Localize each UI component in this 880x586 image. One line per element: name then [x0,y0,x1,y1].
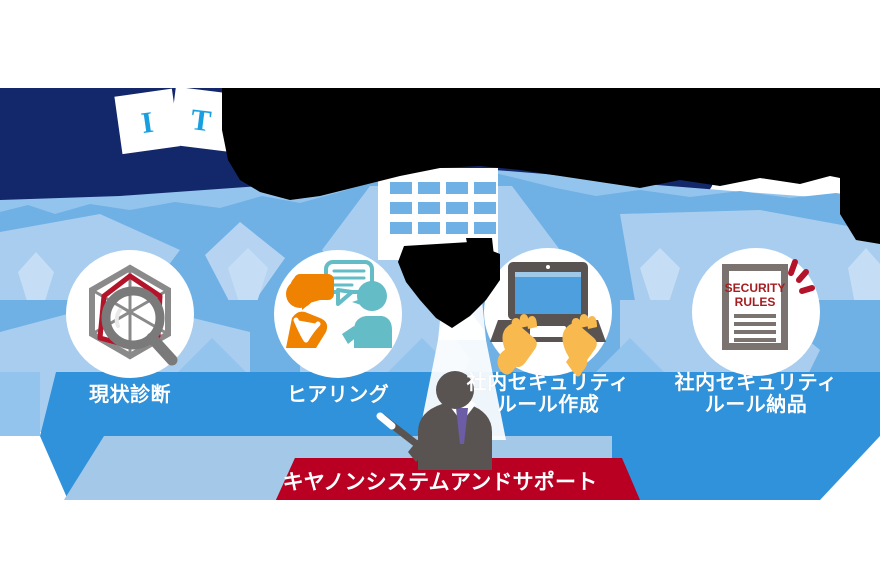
sparkle-marks [788,259,815,294]
two-people-conversation-icon [286,260,392,348]
it-card-letter-t: T [189,103,213,138]
radar-chart-magnifier-icon [89,264,178,366]
step-1-icon-circle [66,250,194,378]
presenter-figure [376,371,492,470]
red-banner-left-bevel [276,458,300,500]
red-banner [276,458,640,500]
step-3-icon-circle [484,248,612,377]
security-rules-document-icon: SECURITY RULES [722,259,815,350]
step-4-icon-circle: SECURITY RULES [692,248,820,376]
step-band-notches [0,338,664,436]
document-title-line-2: RULES [735,295,776,309]
laptop-typing-hands-icon [490,262,606,377]
it-card-letter-i: I [139,106,155,140]
redaction-masks [222,88,880,328]
it-cards: I T [114,86,234,155]
document-title-line-1: SECURITY [725,281,786,295]
step-2-icon-circle [274,250,402,378]
